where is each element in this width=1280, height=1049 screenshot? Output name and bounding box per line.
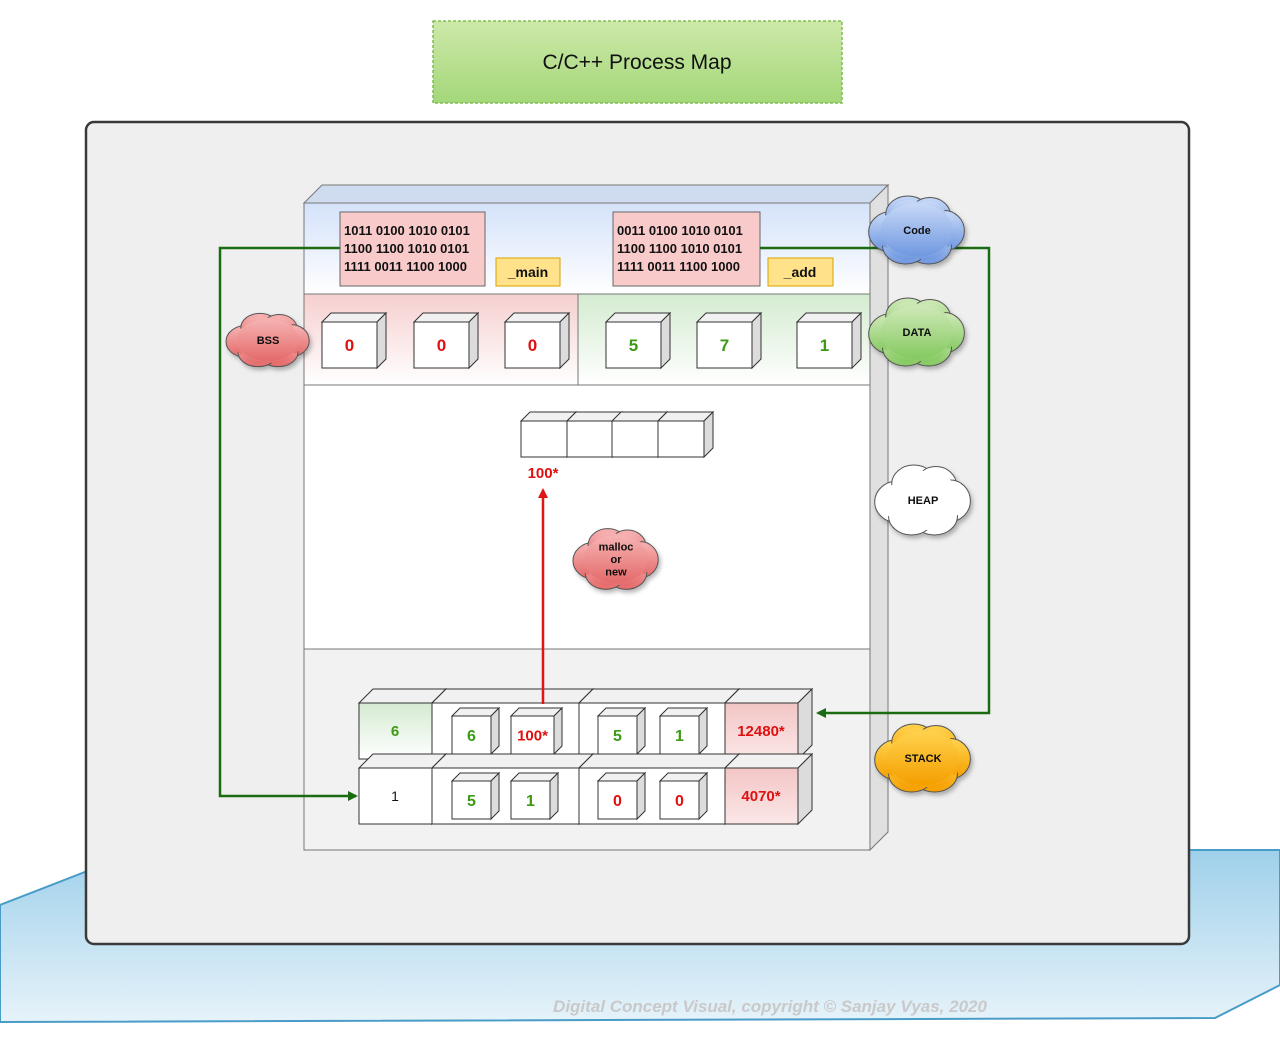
stack-cloud: STACK — [874, 723, 971, 793]
stack-cell: 5 — [596, 706, 647, 756]
stack-frame-segment — [723, 752, 814, 826]
bss-cell-value: 0 — [345, 336, 354, 355]
stack-cell: 100* — [509, 706, 564, 756]
bss-cloud: BSS — [225, 312, 310, 368]
data-cloud-text: DATA — [903, 327, 932, 339]
code-cloud: Code — [868, 195, 965, 265]
add-bits-line: 1100 1100 1010 0101 — [617, 241, 742, 256]
stack-cell: 1 — [658, 706, 709, 756]
stack-cell: 5 — [450, 771, 501, 821]
data-cell-value: 1 — [820, 336, 829, 355]
add-call-arrow — [760, 246, 991, 718]
add-machine-code: 0011 0100 1010 0101 1100 1100 1010 0101 … — [612, 211, 761, 287]
stack-return-address: 4070* — [741, 788, 780, 805]
stack-cell-value: 6 — [467, 728, 476, 745]
malloc-cloud-text: or — [611, 554, 623, 566]
data-cells: 5 7 1 — [604, 311, 863, 370]
stack-cell-value: 0 — [613, 793, 622, 810]
bss-cell-value: 0 — [437, 336, 446, 355]
add-label-box: _add — [767, 257, 834, 287]
title-text: C/C++ Process Map — [542, 51, 731, 74]
svg-text:1011 0100 1010 0101 1100: 1011 0100 1010 0101 1100 1100 1010 0101 … — [344, 223, 473, 274]
stack-base-value: 6 — [391, 723, 399, 740]
bss-cell-value: 0 — [528, 336, 537, 355]
code-cloud-text: Code — [903, 225, 931, 237]
stack-cell: 1 — [509, 771, 560, 821]
main-bits-line: 1100 1100 1010 0101 — [344, 241, 469, 256]
stack-cell-value: 100* — [517, 727, 548, 744]
stack-cell: 0 — [658, 771, 709, 821]
bss-cell: 0 — [503, 311, 571, 370]
stack-base-value: 1 — [391, 788, 399, 804]
heap-cloud: HEAP — [874, 464, 971, 536]
heap-cell — [656, 410, 715, 459]
main-machine-code: 1011 0100 1010 0101 1100 1100 1010 0101 … — [339, 211, 486, 287]
main-call-arrow — [218, 246, 358, 801]
add-label: _add — [783, 264, 817, 280]
title-box: C/C++ Process Map — [432, 20, 843, 104]
heap-allocation — [519, 410, 715, 459]
data-cell: 5 — [604, 311, 672, 370]
main-bits-line: 1111 0011 1100 1000 — [344, 259, 467, 274]
add-bits-line: 0011 0100 1010 0101 — [617, 223, 743, 238]
data-cell: 1 — [795, 311, 863, 370]
stack-cloud-text: STACK — [904, 753, 941, 765]
stack-return-address: 12480* — [737, 723, 785, 740]
stack-cell-value: 5 — [467, 793, 476, 810]
main-bits-line: 1011 0100 1010 0101 — [344, 223, 470, 238]
stack-cell: 6 — [450, 706, 501, 756]
stack-cell-value: 5 — [613, 728, 622, 745]
stack-cell-value: 0 — [675, 793, 684, 810]
malloc-cloud-text: malloc — [599, 542, 634, 554]
stack-frames: 6 6 100* 5 1 12480* 1 5 1 0 0 4070* — [357, 687, 814, 826]
stack-frame-segment — [723, 687, 814, 761]
data-cell-value: 7 — [720, 336, 729, 355]
data-cloud: DATA — [868, 297, 965, 367]
data-cell-value: 5 — [629, 336, 638, 355]
bss-cells: 0 0 0 — [320, 311, 571, 370]
bss-cell: 0 — [412, 311, 480, 370]
heap-pointer-label: 100* — [528, 465, 559, 482]
bss-cell: 0 — [320, 311, 388, 370]
add-bits-line: 1111 0011 1100 1000 — [617, 259, 740, 274]
bss-cloud-text: BSS — [257, 335, 280, 347]
heap-cloud-text: HEAP — [908, 495, 939, 507]
stack-cell-value: 1 — [526, 793, 535, 810]
stack-cell: 0 — [596, 771, 647, 821]
main-label-box: _main — [495, 257, 561, 287]
main-label: _main — [507, 264, 548, 280]
stack-cell-value: 1 — [675, 728, 684, 745]
watermark: Digital Concept Visual, copyright © Sanj… — [553, 997, 987, 1016]
svg-text:0011 0100 1010 0101 1100: 0011 0100 1010 0101 1100 1100 1010 0101 … — [617, 223, 746, 274]
malloc-cloud-text: new — [605, 567, 627, 579]
data-cell: 7 — [695, 311, 763, 370]
